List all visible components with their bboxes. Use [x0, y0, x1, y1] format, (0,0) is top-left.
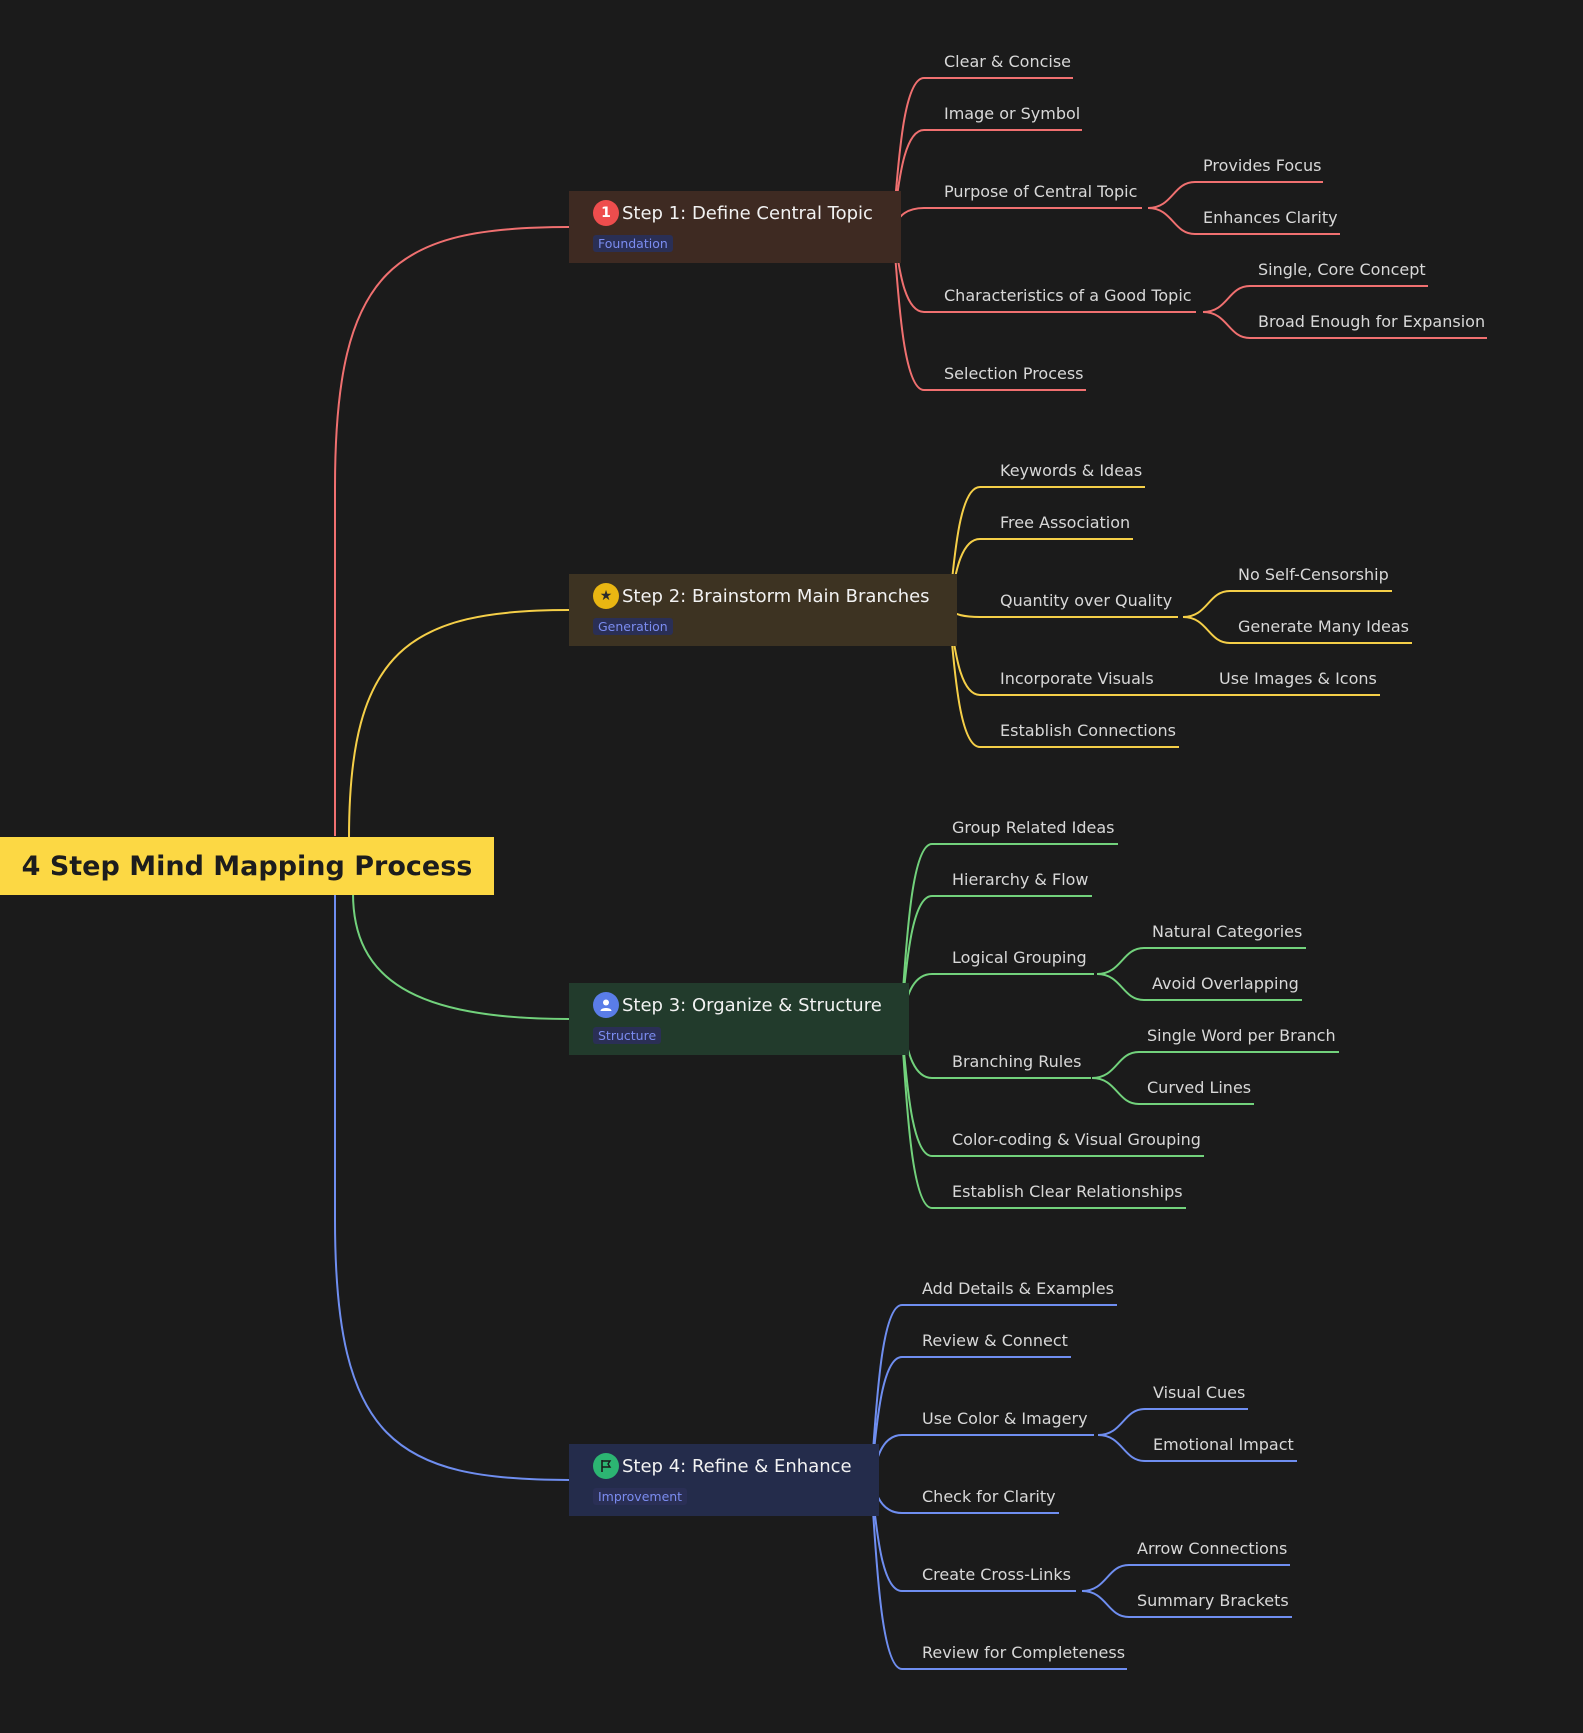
- child-connector: [890, 129, 1082, 228]
- child-node[interactable]: Establish Clear Relationships: [952, 1182, 1183, 1201]
- number-one-icon: 1: [593, 200, 619, 226]
- child-node[interactable]: Color-coding & Visual Grouping: [952, 1130, 1201, 1149]
- grandchild-connector: [1182, 616, 1412, 644]
- root-connector: [352, 892, 570, 1020]
- root-connector: [348, 609, 570, 839]
- grandchild-connector: [1097, 1434, 1297, 1462]
- grandchild-connector: [1202, 311, 1487, 339]
- grandchild-connector: [1091, 1051, 1339, 1079]
- grandchild-connector: [1097, 1408, 1248, 1436]
- child-connector: [946, 609, 1178, 618]
- central-topic[interactable]: 4 Step Mind Mapping Process: [0, 837, 494, 895]
- root-connector: [334, 226, 570, 836]
- grandchild-connector: [1147, 207, 1340, 235]
- grandchild-connector: [1096, 973, 1302, 1001]
- grandchild-node[interactable]: Enhances Clarity: [1203, 208, 1338, 227]
- branch-tag: Structure: [593, 1027, 662, 1044]
- child-node[interactable]: Check for Clarity: [922, 1487, 1056, 1506]
- branch-tag: Foundation: [593, 235, 673, 252]
- grandchild-node[interactable]: Single, Core Concept: [1258, 260, 1426, 279]
- child-node[interactable]: Review for Completeness: [922, 1643, 1126, 1662]
- grandchild-node[interactable]: Summary Brackets: [1137, 1591, 1289, 1610]
- grandchild-node[interactable]: Broad Enough for Expansion: [1258, 312, 1486, 331]
- branch-tag: Improvement: [593, 1488, 688, 1505]
- branch-title: Step 2: Brainstorm Main Branches: [622, 585, 930, 607]
- child-node[interactable]: Branching Rules: [952, 1052, 1082, 1071]
- child-node[interactable]: Use Color & Imagery: [922, 1409, 1088, 1428]
- child-node[interactable]: Free Association: [1000, 513, 1131, 532]
- child-node[interactable]: Keywords & Ideas: [1000, 461, 1143, 480]
- child-node[interactable]: Image or Symbol: [944, 104, 1081, 123]
- branch-tag: Generation: [593, 618, 673, 635]
- grandchild-node[interactable]: Natural Categories: [1152, 922, 1303, 941]
- child-node[interactable]: Review & Connect: [922, 1331, 1068, 1350]
- grandchild-connector: [1182, 590, 1392, 618]
- branch-title: Step 3: Organize & Structure: [622, 994, 882, 1016]
- grandchild-connector: [1096, 947, 1306, 975]
- central-topic-label: 4 Step Mind Mapping Process: [21, 850, 473, 882]
- child-node[interactable]: Create Cross-Links: [922, 1565, 1071, 1584]
- grandchild-connector: [1081, 1590, 1292, 1618]
- child-node[interactable]: Purpose of Central Topic: [944, 182, 1138, 201]
- grandchild-connector: [1147, 181, 1323, 209]
- star-icon: ★: [593, 583, 619, 609]
- grandchild-node[interactable]: Provides Focus: [1203, 156, 1322, 175]
- child-node[interactable]: Selection Process: [944, 364, 1084, 383]
- grandchild-connector: [1202, 285, 1428, 313]
- child-node[interactable]: Logical Grouping: [952, 948, 1087, 967]
- grandchild-node[interactable]: No Self-Censorship: [1238, 565, 1389, 584]
- grandchild-connector: [1091, 1077, 1254, 1105]
- child-node[interactable]: Group Related Ideas: [952, 818, 1115, 837]
- child-node[interactable]: Clear & Concise: [944, 52, 1072, 71]
- child-node[interactable]: Hierarchy & Flow: [952, 870, 1089, 889]
- flag-icon: [593, 1453, 619, 1479]
- grandchild-node[interactable]: Curved Lines: [1147, 1078, 1252, 1097]
- grandchild-node[interactable]: Single Word per Branch: [1147, 1026, 1336, 1045]
- child-node[interactable]: Characteristics of a Good Topic: [944, 286, 1192, 305]
- child-connector: [898, 1018, 1186, 1209]
- grandchild-node[interactable]: Generate Many Ideas: [1238, 617, 1409, 636]
- child-node[interactable]: Establish Connections: [1000, 721, 1176, 740]
- grandchild-node[interactable]: Emotional Impact: [1153, 1435, 1294, 1454]
- child-connector: [890, 207, 1142, 228]
- child-connector: [868, 1434, 1094, 1481]
- grandchild-node[interactable]: Avoid Overlapping: [1152, 974, 1299, 993]
- branch-header: Step 4: Refine & Enhance: [593, 1453, 852, 1479]
- child-connector: [898, 973, 1094, 1020]
- grandchild-connector: [1081, 1564, 1290, 1592]
- grandchild-node[interactable]: Visual Cues: [1153, 1383, 1246, 1402]
- child-connector: [890, 77, 1073, 228]
- root-connector: [334, 895, 570, 1481]
- child-node[interactable]: Quantity over Quality: [1000, 591, 1173, 610]
- branch-header: Step 3: Organize & Structure: [593, 992, 882, 1018]
- grandchild-node[interactable]: Use Images & Icons: [1219, 669, 1377, 688]
- branch-header: ★Step 2: Brainstorm Main Branches: [593, 583, 930, 609]
- grandchild-node[interactable]: Arrow Connections: [1137, 1539, 1288, 1558]
- child-node[interactable]: Incorporate Visuals: [1000, 669, 1154, 688]
- branch-title: Step 4: Refine & Enhance: [622, 1455, 852, 1477]
- child-node[interactable]: Add Details & Examples: [922, 1279, 1114, 1298]
- branch-title: Step 1: Define Central Topic: [622, 202, 873, 224]
- user-icon: [593, 992, 619, 1018]
